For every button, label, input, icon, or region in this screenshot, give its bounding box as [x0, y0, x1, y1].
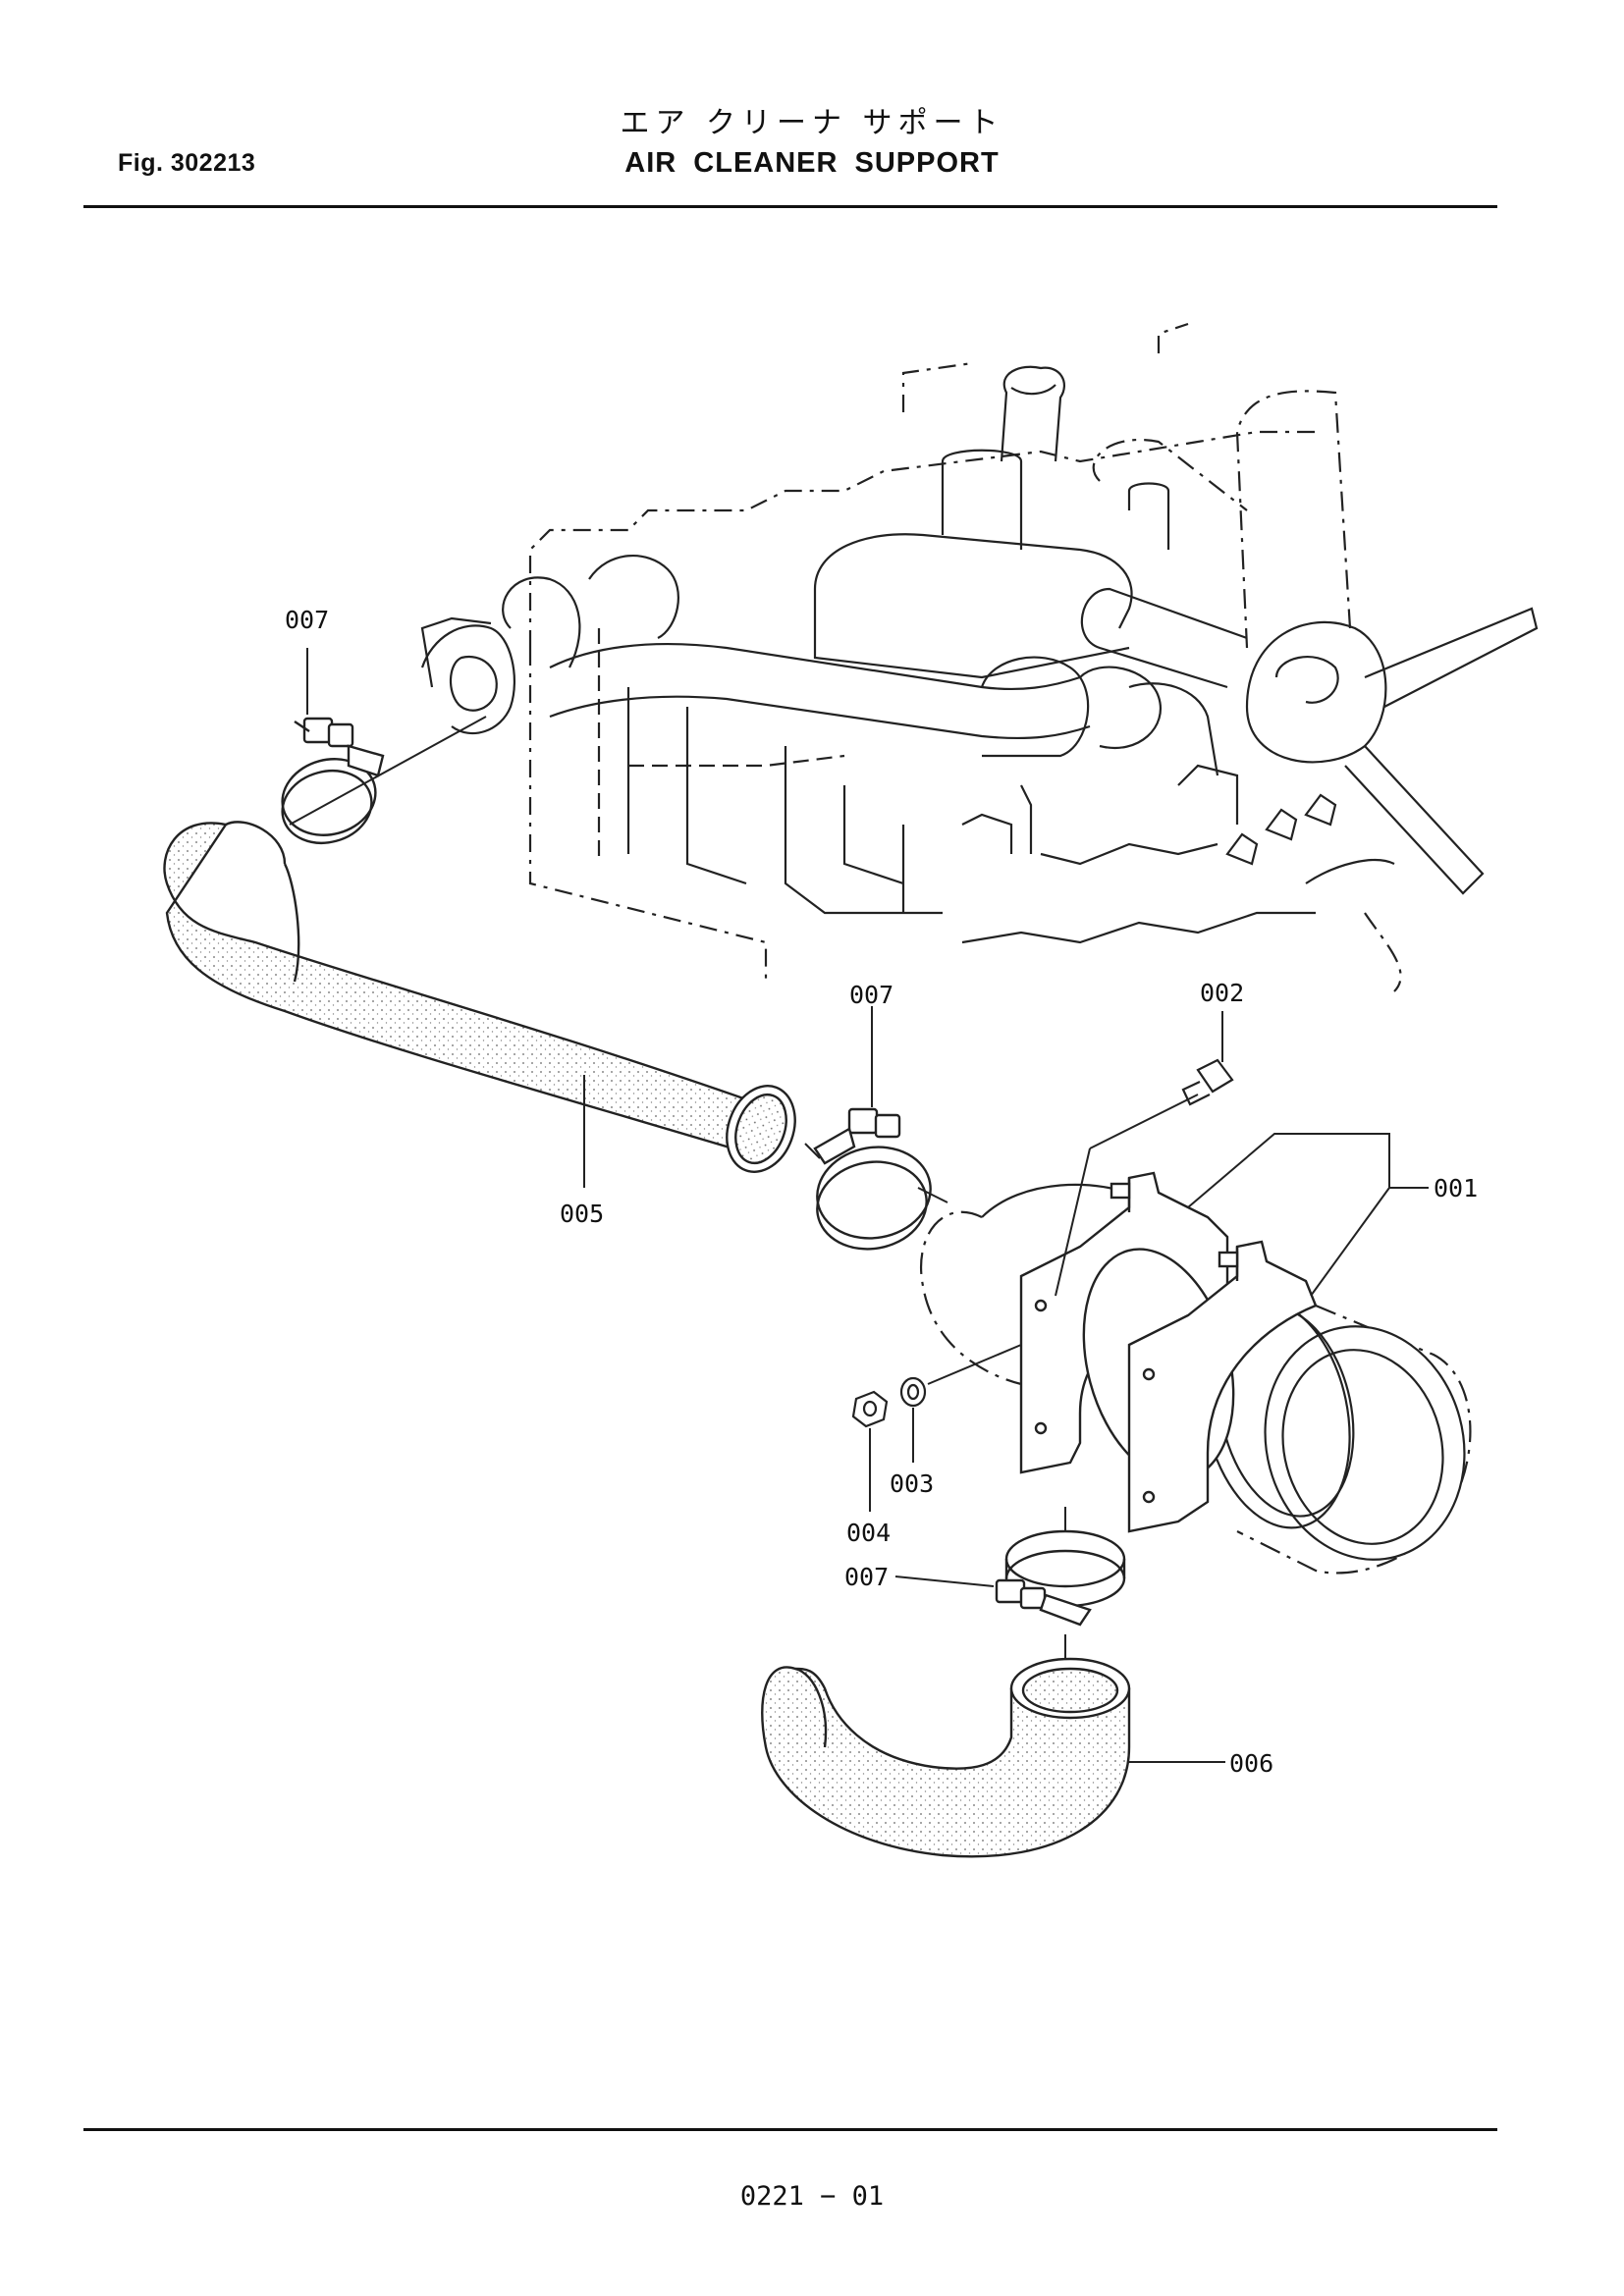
callout-006: 006: [1229, 1749, 1273, 1778]
callout-007-top: 007: [285, 606, 329, 634]
leader-lines: [289, 648, 1429, 1763]
header-rule: [83, 205, 1497, 208]
callout-005: 005: [560, 1200, 604, 1228]
page-title: AIR CLEANER SUPPORT: [624, 147, 1000, 179]
washer-003: [899, 1376, 927, 1408]
elbow-hose-006: [761, 1657, 1131, 1858]
engine-outline: [420, 322, 1539, 992]
support-bracket-001-front: [1127, 1240, 1318, 1533]
hose-clamp-007-mid: [813, 1107, 932, 1251]
title-japanese: エア クリーナ サポート: [620, 106, 1004, 140]
page-code: 0221 − 01: [739, 2181, 885, 2212]
nut-004: [851, 1390, 889, 1428]
callout-002: 002: [1200, 979, 1244, 1007]
hose-clamp-007-top: [281, 717, 385, 844]
intake-hose-005: [163, 821, 796, 1173]
callout-007-mid: 007: [849, 981, 893, 1009]
callout-007-bottom: 007: [844, 1563, 889, 1591]
callout-004: 004: [846, 1519, 891, 1547]
callout-003: 003: [890, 1469, 934, 1498]
footer-rule: [83, 2128, 1497, 2131]
hose-clamp-007-bottom: [995, 1529, 1126, 1627]
callout-001: 001: [1434, 1174, 1478, 1202]
figure-number: Fig. 302213: [118, 149, 256, 177]
